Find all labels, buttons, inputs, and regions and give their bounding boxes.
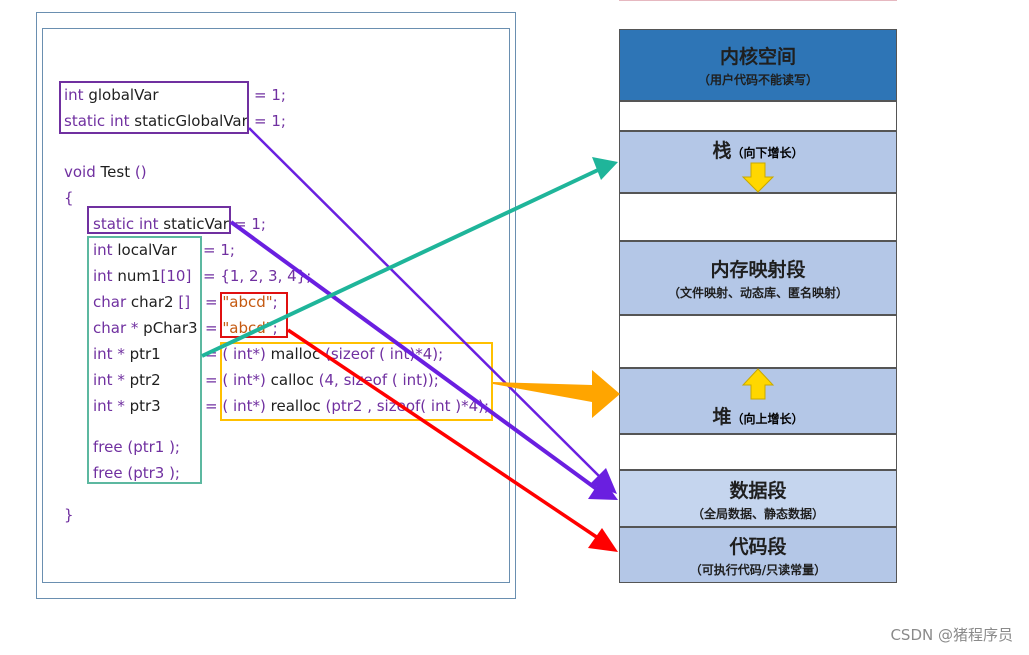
mmap-segment: 内存映射段 （文件映射、动态库、匿名映射） [619,241,897,315]
kernel-space-segment: 内核空间 （用户代码不能读写） [619,29,897,101]
code-line-free1: free (ptr1 ); [93,438,180,456]
code-line-free2: free (ptr3 ); [93,464,180,482]
code-line-staticvar: static int staticVar [93,215,229,233]
code-line-function: void Test () [64,163,147,181]
code-line-num1: int num1[10] [93,267,192,285]
heap-title: 堆 [712,406,732,428]
code-line-localvar-init: = 1; [203,241,235,259]
code-line-ptr3: int * ptr3 [93,397,161,415]
gap-segment-3 [619,315,897,368]
code-line-ptr1: int * ptr1 [93,345,161,363]
code-line-globalvar: int globalVar [64,86,159,104]
data-segment-subtitle: （全局数据、静态数据） [691,506,824,521]
top-edge-line [619,0,897,1]
code-line-pchar3-init: = "abcd"; [205,319,278,337]
kernel-space-subtitle: （用户代码不能读写） [697,73,818,87]
code-brace-open: { [64,189,74,207]
stack-subtitle: （向下增长） [731,146,804,160]
code-line-pchar3: char * pChar3 [93,319,198,337]
code-line-ptr1-init: = ( int*) malloc (sizeof ( int)*4); [205,345,444,363]
code-line-ptr2: int * ptr2 [93,371,161,389]
gap-segment-4 [619,434,897,470]
global-to-data-arrow [248,127,604,481]
stack-label: 栈（向下增长） [712,136,803,163]
code-inner-frame [42,28,510,583]
heap-label: 堆（向上增长） [712,402,803,429]
mmap-subtitle: （文件映射、动态库、匿名映射） [667,286,848,300]
data-segment-title: 数据段 [729,479,787,502]
code-outer-frame [36,12,516,599]
alloc-to-heap-arrow [493,370,620,418]
global-vars-box [59,81,249,134]
local-vars-box [87,236,202,484]
mmap-title: 内存映射段 [710,259,806,281]
data-segment: 数据段 （全局数据、静态数据） [619,470,897,527]
code-segment-subtitle: （可执行代码/只读常量） [689,563,827,577]
heap-subtitle: （向上增长） [731,412,804,426]
static-to-data-arrow [229,220,600,492]
heap-growth-arrow-icon [741,368,775,400]
code-line-globalvar-init: = 1; [254,86,286,104]
static-var-box [87,206,231,234]
stack-segment: 栈（向下增长） [619,131,897,193]
static-to-data-arrowhead-icon [588,478,618,500]
code-segment-title: 代码段 [729,536,787,558]
local-to-stack-arrowhead-icon [592,157,618,180]
code-line-localvar: int localVar [93,241,177,259]
gap-segment-1 [619,101,897,131]
local-to-stack-arrow [201,168,599,358]
gap-segment-2 [619,193,897,241]
literal-to-code-arrowhead-icon [588,528,618,552]
code-line-num1-init: = {1, 2, 3, 4}; [203,267,312,285]
code-line-char2-init: = "abcd"; [205,293,278,311]
code-line-staticglobalvar: static int staticGlobalVar [64,112,248,130]
code-brace-close: } [64,506,74,524]
code-line-staticglobalvar-init: = 1; [254,112,286,130]
stack-growth-arrow-icon [741,162,775,193]
code-segment: 代码段 （可执行代码/只读常量） [619,527,897,583]
heap-alloc-box [220,342,493,421]
code-line-char2: char char2 [] [93,293,191,311]
kernel-space-title: 内核空间 [719,46,796,68]
watermark: CSDN @猪程序员 [890,626,1013,644]
stack-title: 栈 [712,140,732,162]
literal-to-code-arrow [287,328,599,540]
